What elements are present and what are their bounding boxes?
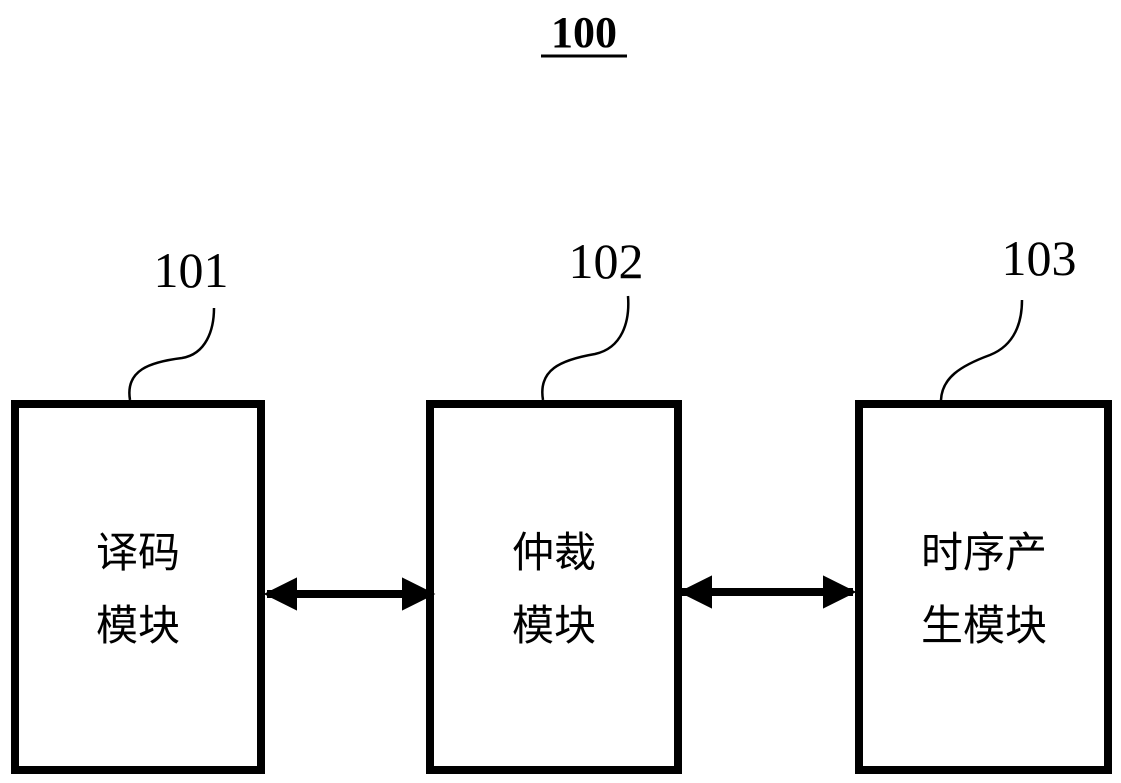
module-box bbox=[11, 400, 265, 774]
leader-line-102 bbox=[541, 295, 630, 401]
module-label-line-2: 模块 bbox=[96, 601, 180, 650]
reference-numeral-103: 103 bbox=[1002, 230, 1077, 286]
leader-line-103 bbox=[939, 299, 1024, 401]
module-103: 时序产 生模块 bbox=[855, 400, 1112, 774]
module-label-line-2: 模块 bbox=[512, 601, 596, 650]
module-label-line-2: 生模块 bbox=[921, 601, 1047, 650]
reference-numeral-102: 102 bbox=[569, 233, 644, 289]
module-label-line-1: 译码 bbox=[96, 528, 180, 577]
reference-numeral-101: 101 bbox=[154, 242, 229, 298]
module-box bbox=[855, 400, 1112, 774]
module-101: 译码 模块 bbox=[11, 400, 265, 774]
leader-line-101 bbox=[128, 307, 216, 401]
module-label-line-1: 时序产 bbox=[921, 528, 1047, 577]
module-102: 仲裁 模块 bbox=[426, 400, 682, 774]
figure-number: 100 bbox=[551, 8, 617, 57]
module-box bbox=[426, 400, 682, 774]
module-label-line-1: 仲裁 bbox=[512, 528, 596, 577]
